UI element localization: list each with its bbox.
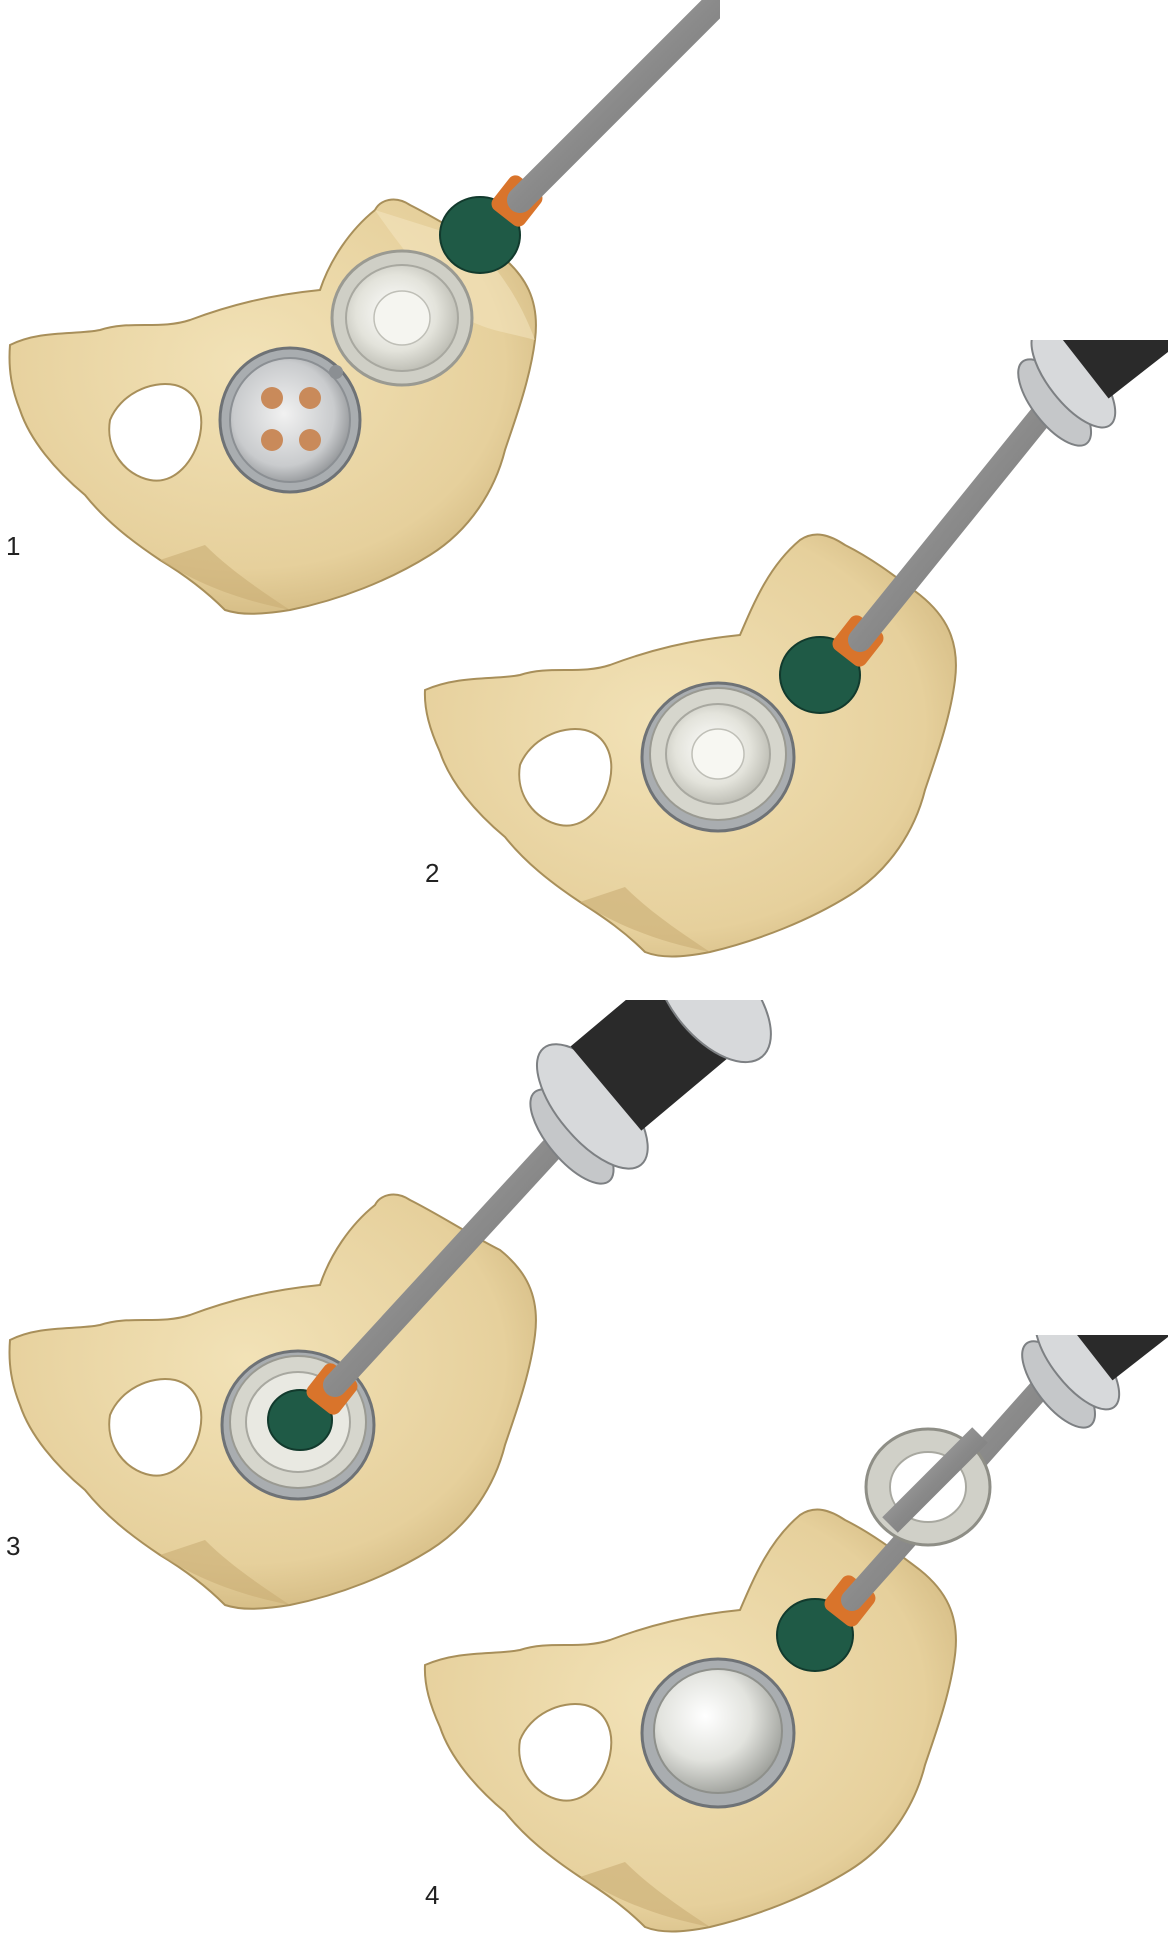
acetabular-cup <box>220 348 360 492</box>
step-4-panel <box>420 1335 1168 1941</box>
impactor-handle <box>999 1335 1168 1439</box>
step-2-illustration <box>420 340 1168 960</box>
step-label-2: 2 <box>425 860 439 886</box>
step-4-illustration <box>420 1335 1168 1941</box>
liner-seated <box>642 683 794 831</box>
femoral-head-seated <box>642 1659 794 1807</box>
step-label-4: 4 <box>425 1882 439 1908</box>
impactor-rod <box>520 0 720 200</box>
step-label-3: 3 <box>6 1533 20 1559</box>
step-2-panel <box>420 340 1168 960</box>
step-label-1: 1 <box>6 533 20 559</box>
